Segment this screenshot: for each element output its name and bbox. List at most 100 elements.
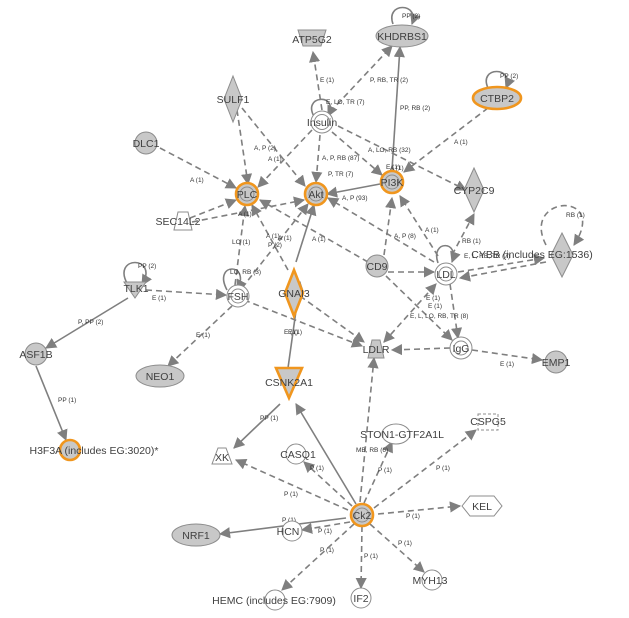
edge-igg-ldlr[interactable]: [390, 344, 451, 356]
edge-ck2-kel[interactable]: [377, 501, 462, 515]
edge-gnai3-akt[interactable]: [295, 203, 317, 263]
edge-insulin-akt[interactable]: [311, 134, 323, 184]
edge-fsh-self[interactable]: [222, 268, 247, 291]
node-khdrbs1[interactable]: KHDRBS1: [375, 24, 429, 48]
edge-fsh-plc[interactable]: [234, 204, 250, 286]
edge-insulin-pi3k[interactable]: [331, 131, 383, 176]
edge-fsh-ldlr[interactable]: [243, 299, 364, 348]
edge-pi3k-akt[interactable]: [325, 183, 381, 198]
node-asf1b[interactable]: ASF1B: [19, 342, 53, 366]
edge-tlk1-self[interactable]: [123, 261, 152, 286]
edge-cybb-ldl[interactable]: [458, 261, 547, 282]
node-cspg5[interactable]: CSPG5: [470, 413, 506, 431]
node-label: ASF1B: [19, 349, 52, 361]
edge-ctbp2-self[interactable]: [485, 70, 515, 90]
edge-ck2-cspg5[interactable]: [373, 429, 477, 509]
node-insulin[interactable]: Insulin: [307, 110, 338, 134]
node-kel[interactable]: KEL: [461, 495, 503, 517]
edge-ck2-casq1[interactable]: [303, 461, 353, 507]
edge-sulf1-akt[interactable]: [241, 107, 306, 187]
node-ck2[interactable]: Ck2: [349, 502, 375, 528]
node-ldlr[interactable]: LDLR: [363, 339, 390, 359]
edge-ck2-ston1[interactable]: [363, 440, 393, 504]
edge-insulin-khdrbs1[interactable]: [329, 45, 393, 113]
node-label: KEL: [472, 501, 492, 513]
node-sulf1[interactable]: SULF1: [217, 74, 250, 124]
edge-sulf1-plc[interactable]: [236, 109, 253, 186]
node-csnk2a1[interactable]: CSNK2A1: [265, 366, 313, 402]
edge-cd9-pi3k[interactable]: [383, 196, 397, 256]
edge-tlk1-fsh[interactable]: [145, 288, 228, 300]
node-h3f3a[interactable]: H3F3A (includes EG:3020)*: [30, 438, 159, 462]
edge-ldl-pi3k[interactable]: [399, 195, 439, 257]
edge-igg-emp1[interactable]: [471, 349, 544, 365]
edge-cybb-self[interactable]: [540, 204, 585, 246]
inner-circle-shape: [230, 288, 246, 304]
node-label: PLC: [237, 189, 258, 201]
edge-ldl-cybb[interactable]: [457, 254, 546, 273]
node-atp5g2[interactable]: ATP5G2: [292, 29, 332, 47]
edge-ldl-akt[interactable]: [327, 197, 435, 263]
edge-ck2-ldlr[interactable]: [359, 356, 379, 503]
edge-ldl-cyp2c9[interactable]: [451, 213, 475, 256]
edge-khdrbs1-self[interactable]: [391, 6, 421, 26]
edge-ck2-csnk2a1[interactable]: [295, 403, 357, 505]
edge-ldl-self[interactable]: [435, 244, 461, 264]
node-if2[interactable]: IF2: [350, 587, 372, 609]
edge-pi3k-khdrbs1[interactable]: [391, 45, 405, 171]
node-ldl[interactable]: LDL: [434, 262, 458, 286]
edge-csnk2a1-xk[interactable]: [233, 403, 281, 449]
node-hemc[interactable]: HEMC (includes EG:7909): [212, 589, 336, 611]
node-hcn[interactable]: HCN: [277, 520, 303, 542]
node-gnai3[interactable]: GNAI3: [278, 266, 310, 320]
node-label: CD9: [366, 261, 387, 273]
node-igg[interactable]: IgG: [449, 336, 473, 360]
node-label: DLC1: [133, 138, 160, 150]
edge-ck2-hcn[interactable]: [300, 521, 351, 534]
trapezoid-shape: [211, 447, 233, 465]
edge-sec14l2-akt[interactable]: [191, 196, 306, 223]
edge-cd9-igg[interactable]: [385, 275, 453, 341]
node-label: CYBB (includes EG:1536): [471, 249, 592, 261]
edge-tlk1-asf1b[interactable]: [45, 297, 129, 349]
node-plc[interactable]: PLC: [234, 181, 260, 207]
edge-ldl-igg[interactable]: [449, 283, 463, 340]
edge-label: A (1): [425, 227, 439, 234]
edge-ck2-hemc[interactable]: [281, 523, 355, 591]
node-fsh[interactable]: FSH: [226, 284, 250, 308]
edge-insulin-plc[interactable]: [257, 129, 313, 188]
node-nrf1[interactable]: NRF1: [171, 523, 221, 547]
node-pi3k[interactable]: PI3K: [379, 169, 405, 195]
edge-ck2-if2[interactable]: [355, 525, 367, 590]
node-cybb[interactable]: CYBB (includes EG:1536): [471, 231, 593, 279]
ellipse-shape: [135, 364, 185, 388]
node-neo1[interactable]: NEO1: [135, 364, 185, 388]
node-emp1[interactable]: EMP1: [542, 350, 571, 374]
edge-ctbp2-pi3k[interactable]: [403, 107, 489, 173]
node-ston1[interactable]: STON1-GTF2A1L: [360, 423, 444, 445]
edge-ck2-xk[interactable]: [234, 458, 349, 511]
node-cd9[interactable]: CD9: [365, 254, 389, 278]
edge-ck2-myh13[interactable]: [369, 523, 425, 573]
node-label: CYP2C9: [454, 185, 495, 197]
node-ctbp2[interactable]: CTBP2: [471, 85, 523, 111]
edge-label: A, P (2): [254, 145, 276, 152]
edge-asf1b-h3f3a[interactable]: [35, 365, 68, 442]
edge-fsh-akt[interactable]: [241, 203, 309, 289]
edge-gnai3-ldlr[interactable]: [299, 295, 365, 343]
node-dlc1[interactable]: DLC1: [133, 131, 160, 155]
node-xk[interactable]: XK: [211, 447, 233, 465]
edge-fsh-neo1[interactable]: [167, 305, 233, 367]
edge-cd9-plc[interactable]: [259, 199, 369, 263]
node-myh13[interactable]: MYH13: [412, 569, 448, 591]
node-tlk1[interactable]: TLK1: [123, 281, 149, 299]
edge-sec14l2-plc[interactable]: [189, 198, 238, 219]
node-cyp2c9[interactable]: CYP2C9: [454, 166, 495, 214]
node-sec14l2[interactable]: SEC14L2: [156, 211, 201, 231]
node-akt[interactable]: Akt: [303, 181, 329, 207]
edge-ldlr-ldl[interactable]: [383, 283, 437, 343]
edge-gnai3-plc[interactable]: [251, 204, 289, 271]
edge-insulin-cyp2c9[interactable]: [337, 125, 468, 191]
edge-dlc1-plc[interactable]: [159, 147, 237, 189]
node-casq1[interactable]: CASQ1: [280, 443, 316, 465]
